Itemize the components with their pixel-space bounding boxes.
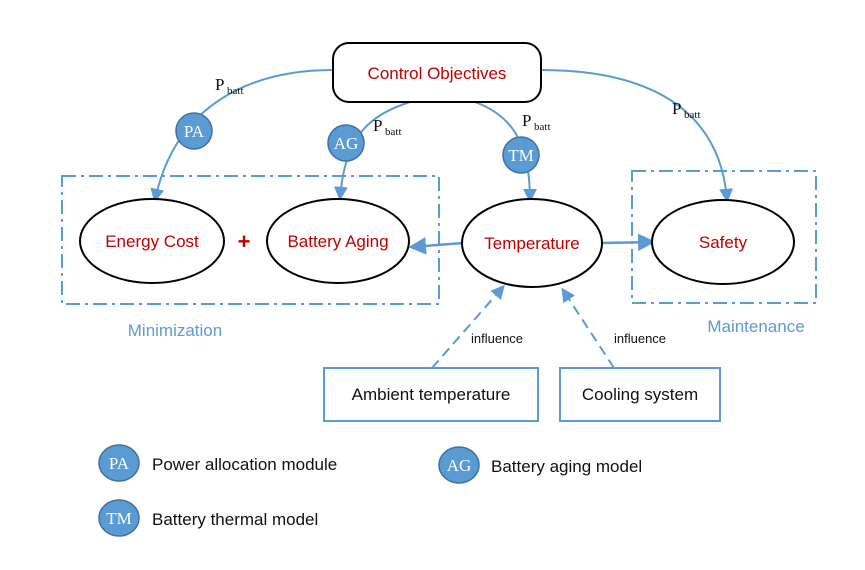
pbatt-main: P	[373, 116, 382, 135]
node-safety: Safety	[651, 199, 795, 285]
badge-ag: AG	[327, 124, 365, 162]
edge-temperature-to-aging	[408, 237, 464, 255]
pbatt-sub: batt	[684, 109, 701, 121]
legend-pa-abbr: PA	[109, 454, 130, 473]
legend-item-pa: PA Power allocation module	[98, 444, 337, 482]
node-ambient-temperature: Ambient temperature	[323, 367, 539, 422]
badge-tm: TM	[502, 136, 540, 174]
influence-label-right: influence	[614, 331, 666, 346]
edge-cooling-influence	[561, 287, 615, 369]
temperature-label: Temperature	[484, 234, 579, 253]
legend: PA Power allocation module AG Battery ag…	[98, 444, 642, 537]
pbatt-main: P	[215, 75, 224, 94]
badge-ag-text: AG	[334, 134, 359, 153]
pbatt-main: P	[672, 99, 681, 118]
pbatt-sub: batt	[227, 85, 244, 97]
influence-label-left: influence	[471, 331, 523, 346]
pbatt-label-temperature: P batt	[522, 111, 551, 133]
legend-pa-text: Power allocation module	[152, 455, 337, 474]
energy-cost-label: Energy Cost	[105, 232, 199, 251]
safety-label: Safety	[699, 233, 748, 252]
edge-control-to-safety	[540, 69, 734, 203]
pbatt-label-aging: P batt	[373, 116, 402, 138]
pbatt-sub: batt	[385, 126, 402, 138]
legend-item-tm: TM Battery thermal model	[98, 499, 318, 537]
maintenance-label: Maintenance	[707, 317, 804, 336]
minimization-group-box	[61, 175, 440, 305]
pbatt-sub: batt	[534, 121, 551, 133]
badge-pa: PA	[175, 112, 213, 150]
plus-sign: +	[238, 229, 251, 254]
legend-ag-text: Battery aging model	[491, 457, 642, 476]
badge-tm-text: TM	[508, 146, 534, 165]
node-control-objectives: Control Objectives	[332, 42, 542, 103]
legend-tm-abbr: TM	[106, 509, 132, 528]
node-temperature: Temperature	[461, 198, 603, 288]
minimization-label: Minimization	[128, 321, 222, 340]
pbatt-label-safety: P batt	[672, 99, 701, 121]
pbatt-label-left: P batt	[215, 75, 244, 97]
pbatt-main: P	[522, 111, 531, 130]
edge-control-to-aging	[333, 101, 411, 201]
edge-temperature-to-safety	[600, 233, 656, 252]
cooling-system-label: Cooling system	[582, 385, 698, 404]
legend-item-ag: AG Battery aging model	[438, 446, 642, 484]
node-energy-cost: Energy Cost	[79, 198, 225, 284]
edge-control-to-energy	[150, 69, 334, 203]
node-cooling-system: Cooling system	[559, 367, 721, 422]
badge-pa-text: PA	[184, 122, 205, 141]
legend-ag-abbr: AG	[447, 456, 472, 475]
node-battery-aging: Battery Aging	[266, 198, 410, 284]
control-objectives-label: Control Objectives	[368, 64, 507, 83]
edge-ambient-influence	[431, 284, 505, 369]
ambient-temperature-label: Ambient temperature	[352, 385, 511, 404]
maintenance-group-box	[631, 170, 817, 304]
legend-tm-text: Battery thermal model	[152, 510, 318, 529]
battery-aging-label: Battery Aging	[287, 232, 388, 251]
edge-control-to-temperature	[474, 101, 537, 203]
